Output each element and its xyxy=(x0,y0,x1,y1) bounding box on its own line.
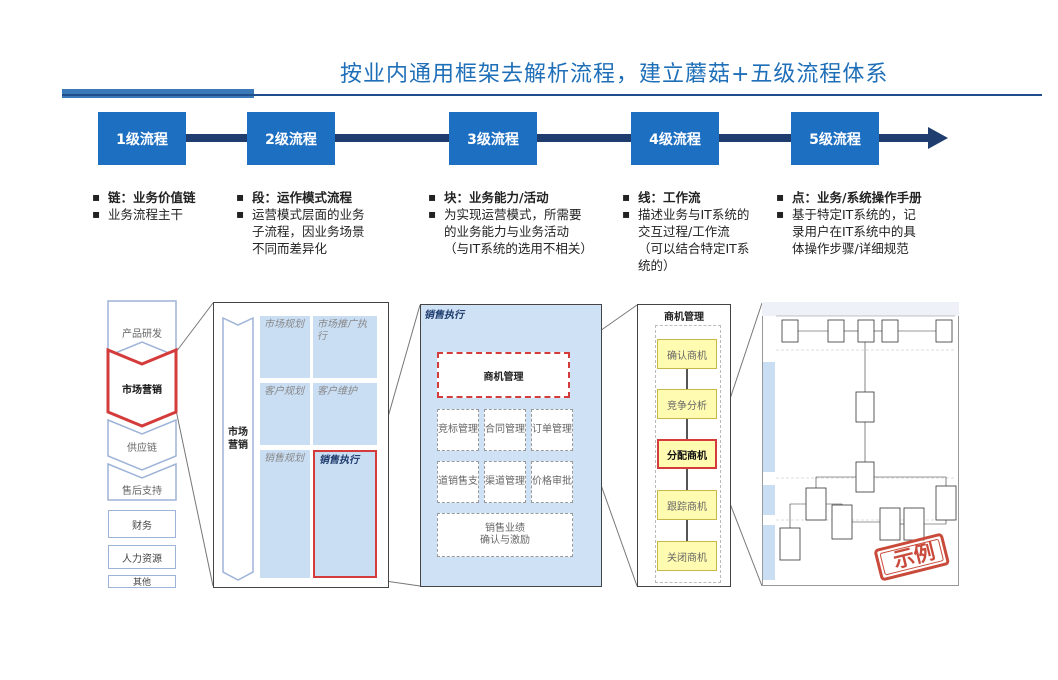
cell-market-planning: 市场规划 xyxy=(260,316,310,378)
nav-hr: 人力资源 xyxy=(108,545,176,569)
level-5-box: 5级流程 xyxy=(791,112,879,165)
level-5-desc: ▪点：业务/系统操作手册 ▪基于特定IT系统的，记录用户在IT系统中的具体操作步… xyxy=(776,190,922,256)
level-5-heading: 业务/系统操作手册 xyxy=(817,190,922,205)
panel-3-opportunity-mgmt: 商机管理 xyxy=(437,352,570,398)
panel-3-price-approval: 价格审批 xyxy=(531,461,573,503)
panel-2-side-label: 市场 营销 xyxy=(228,427,248,451)
level-4-desc: ▪线：工作流 ▪描述业务与IT系统的交互过程/工作流（可以结合特定IT系统的） xyxy=(622,190,750,273)
title-underline xyxy=(62,94,1042,96)
panel-4-title: 商机管理 xyxy=(664,312,704,323)
panel-3-channel-support: 渠道销售支持 xyxy=(437,461,479,503)
nav-other: 其他 xyxy=(108,575,176,588)
level-1-box: 1级流程 xyxy=(98,112,186,165)
level-5-label: 5级流程 xyxy=(809,131,861,148)
level-3-prefix: 块： xyxy=(444,190,470,205)
level-1-heading: 业务价值链 xyxy=(133,190,196,205)
step-assign: 分配商机 xyxy=(657,439,717,469)
cell-sales-planning: 销售规划 xyxy=(260,450,310,578)
nav-supply-chain: 供应链 xyxy=(127,443,157,454)
level-1-bullet: 业务流程主干 xyxy=(108,207,184,222)
level-2-bullet-line: 运营模式层面的业务 xyxy=(252,207,365,222)
level-1-label: 1级流程 xyxy=(116,131,168,148)
level-5-bullet-line: 录用户在IT系统中的具 xyxy=(792,224,916,239)
cell-sales-execution: 销售执行 xyxy=(313,450,377,578)
level-4-box: 4级流程 xyxy=(631,112,719,165)
nav-finance: 财务 xyxy=(108,510,176,538)
level-1-desc: ▪链：业务价值链 ▪业务流程主干 xyxy=(92,190,196,222)
level-4-label: 4级流程 xyxy=(649,131,701,148)
level-2-bullet-line: 子流程，因业务场景 xyxy=(252,224,365,239)
level-4-bullet-line: （可以结合特定IT系 xyxy=(638,241,750,256)
timeline-arrow-head-icon xyxy=(928,127,948,149)
level-4-prefix: 线： xyxy=(638,190,664,205)
level-4-bullet-line: 交互过程/工作流 xyxy=(638,224,730,239)
level-1-prefix: 链： xyxy=(108,190,134,205)
flow-arrow xyxy=(686,419,688,439)
level-5-bullet-line: 体操作步骤/详细规范 xyxy=(792,241,909,256)
cell-customer-maintenance: 客户维护 xyxy=(313,383,377,445)
panel-3-bidding: 竞标管理 xyxy=(437,409,479,451)
panel-3-order: 订单管理 xyxy=(531,409,573,451)
level-3-desc: ▪块：业务能力/活动 ▪为实现运营模式，所需要的业务能力与业务活动（与IT系统的… xyxy=(428,190,593,256)
level-4-bullet-line: 描述业务与IT系统的 xyxy=(638,207,750,222)
level-2-prefix: 段： xyxy=(252,190,278,205)
level-2-desc: ▪段：运作模式流程 ▪运营模式层面的业务子流程，因业务场景不同而差异化 xyxy=(236,190,365,256)
panel-3-channel-mgmt: 渠道管理 xyxy=(484,461,526,503)
step-confirm: 确认商机 xyxy=(657,339,717,369)
level-3-label: 3级流程 xyxy=(467,131,519,148)
flow-arrow xyxy=(686,369,688,389)
level-3-bullet-line: （与IT系统的选用不相关） xyxy=(444,241,593,256)
title-underline-accent xyxy=(62,89,254,98)
level-3-box: 3级流程 xyxy=(449,112,537,165)
panel-4-lane xyxy=(655,325,721,583)
level-2-heading: 运作模式流程 xyxy=(277,190,353,205)
panel-3-performance: 销售业绩 确认与激励 xyxy=(437,513,573,557)
cell-market-promotion: 市场推广执行 xyxy=(313,316,377,378)
cell-customer-planning: 客户规划 xyxy=(260,383,310,445)
page-title: 按业内通用框架去解析流程，建立蘑菇+五级流程体系 xyxy=(340,62,889,87)
level-3-heading: 业务能力/活动 xyxy=(469,190,549,205)
level-4-bullet-line: 统的） xyxy=(638,258,676,273)
panel-3-title: 销售执行 xyxy=(424,310,464,321)
step-close: 关闭商机 xyxy=(657,541,717,571)
level-5-bullet-line: 基于特定IT系统的，记 xyxy=(792,207,916,222)
level-3-bullet-line: 为实现运营模式，所需要 xyxy=(444,207,582,222)
nav-marketing: 市场营销 xyxy=(122,385,162,396)
level-2-label: 2级流程 xyxy=(265,131,317,148)
level-5-prefix: 点： xyxy=(792,190,818,205)
level-3-bullet-line: 的业务能力与业务活动 xyxy=(444,224,570,239)
flow-arrow xyxy=(686,520,688,541)
level-2-bullet-line: 不同而差异化 xyxy=(252,241,328,256)
nav-product-rd: 产品研发 xyxy=(122,329,162,340)
nav-after-sales: 售后支持 xyxy=(122,486,162,497)
flow-arrow xyxy=(686,469,688,490)
step-track: 跟踪商机 xyxy=(657,490,717,520)
panel-3-contract: 合同管理 xyxy=(484,409,526,451)
level-2-box: 2级流程 xyxy=(247,112,335,165)
level-4-heading: 工作流 xyxy=(663,190,701,205)
step-compete: 竞争分析 xyxy=(657,389,717,419)
